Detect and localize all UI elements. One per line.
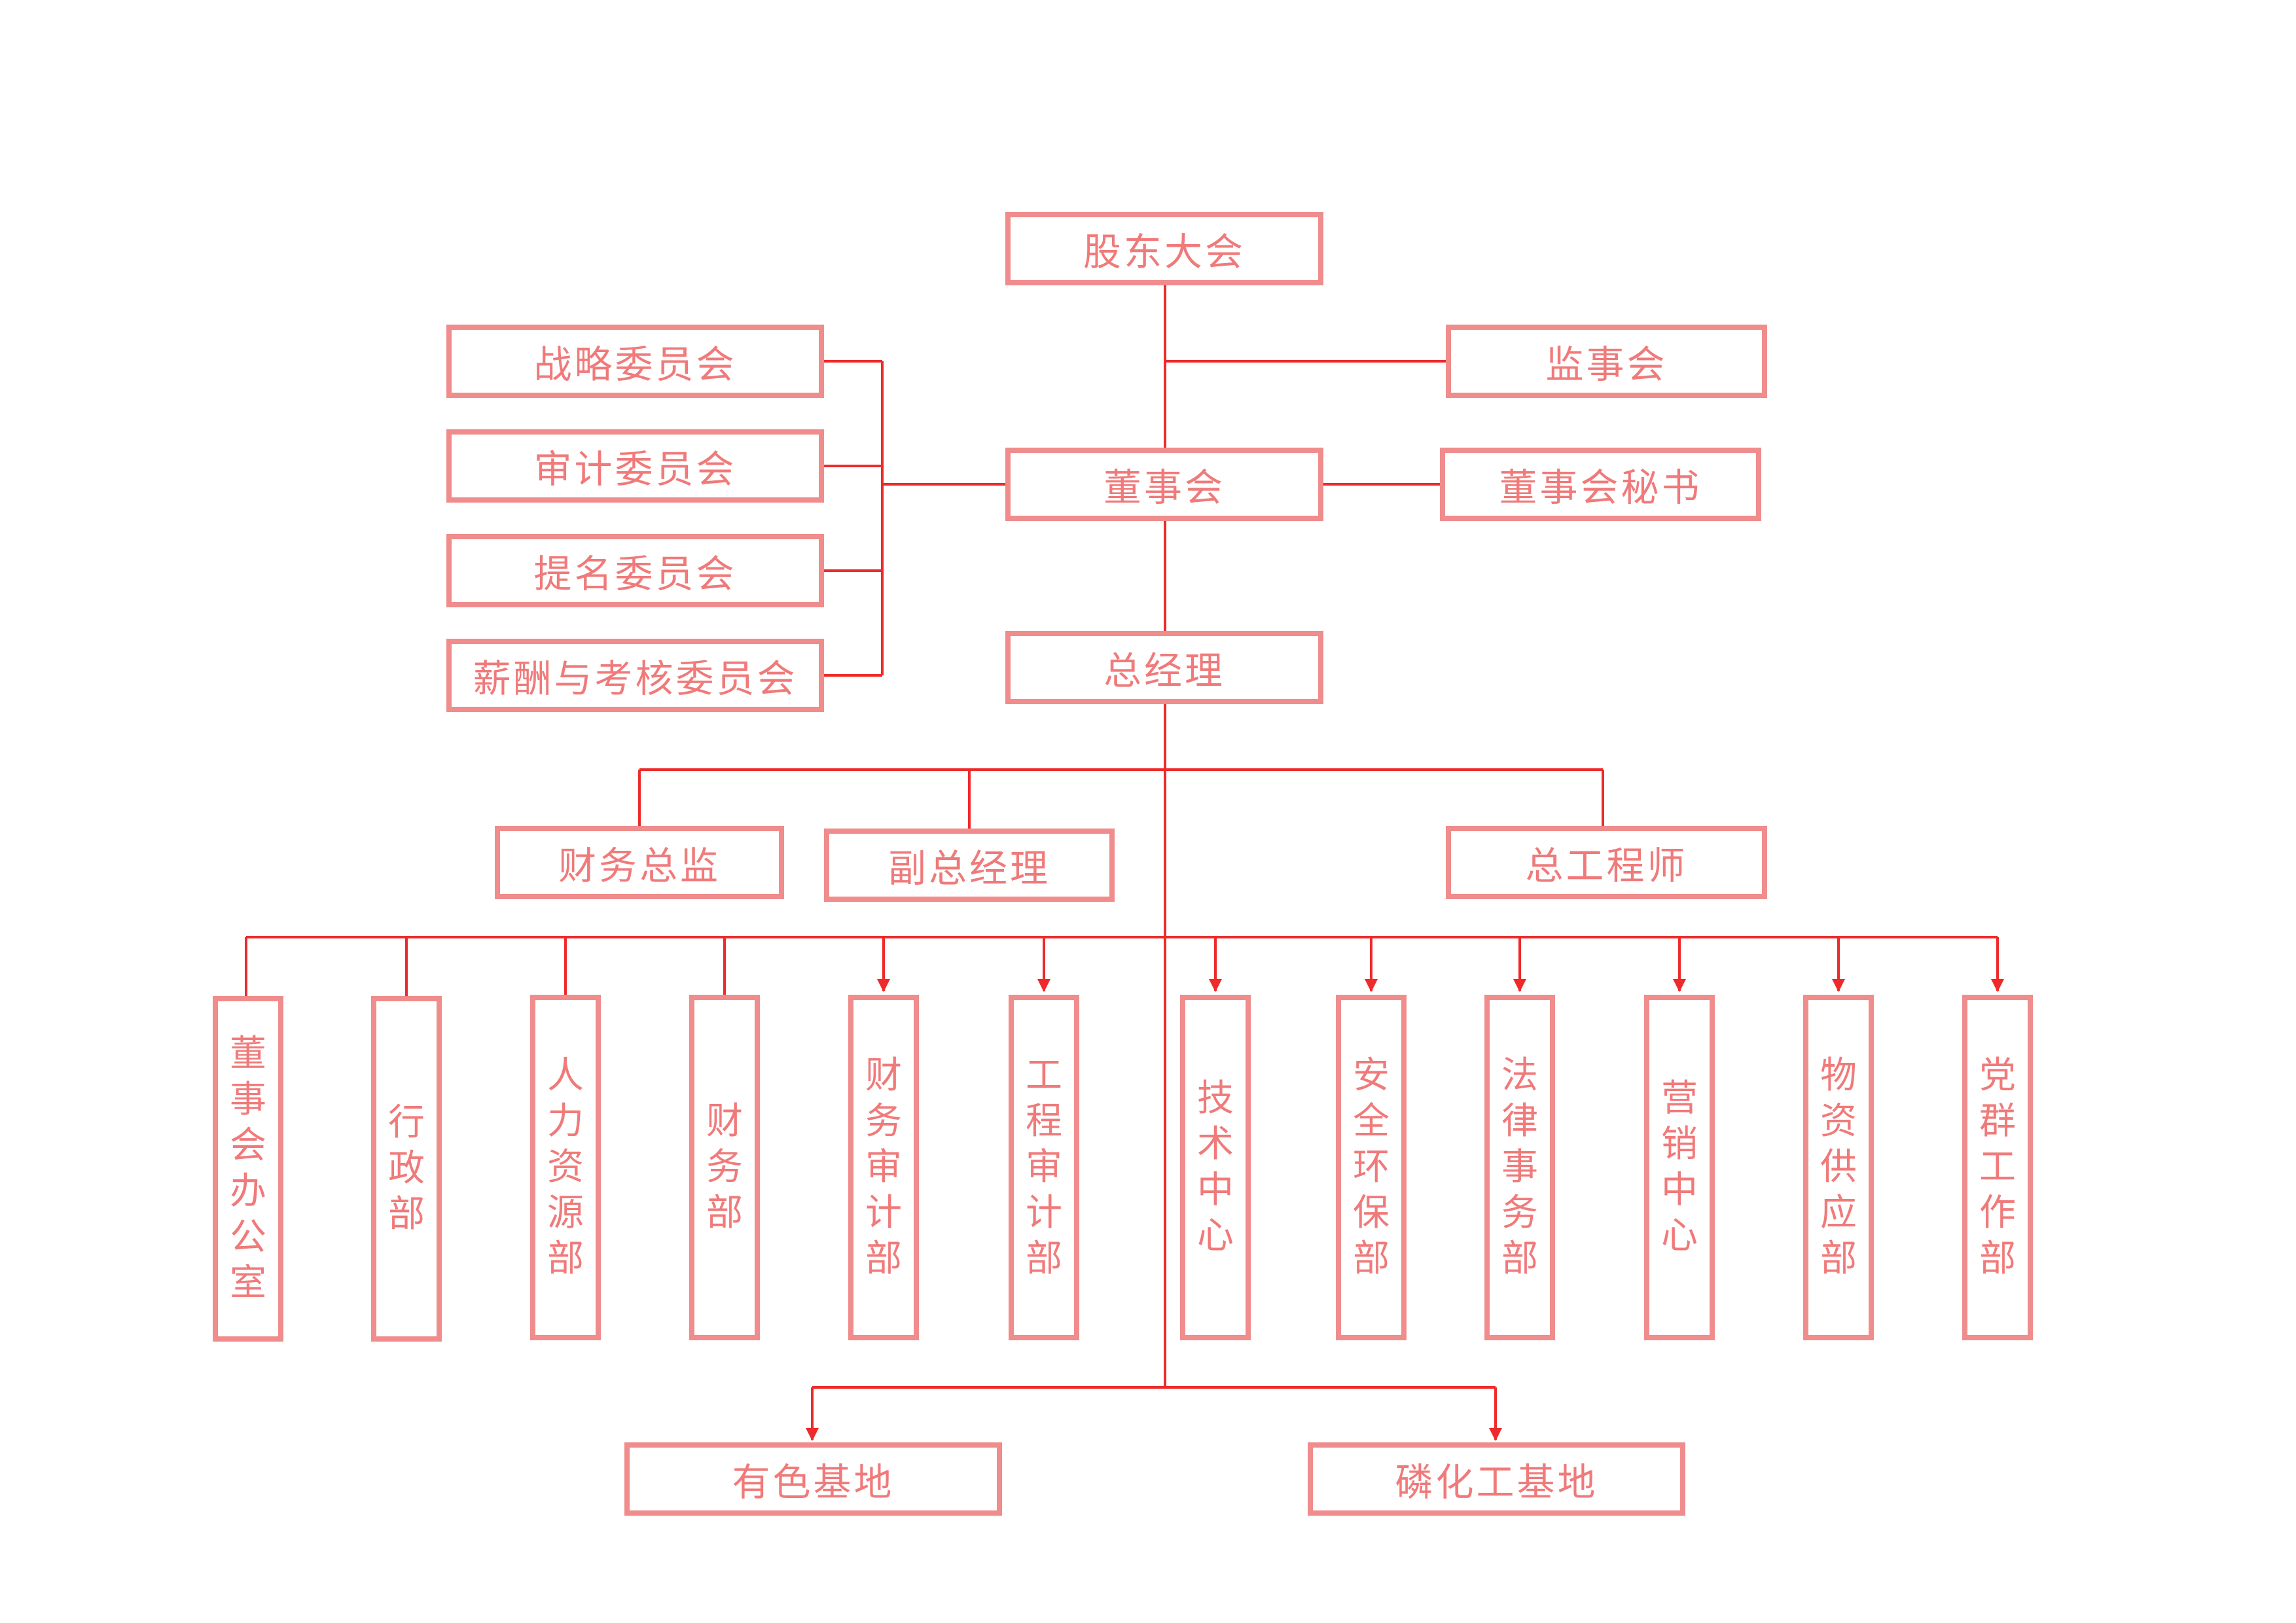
node-dept-engineering-audit: 工程审计部 <box>1009 995 1079 1340</box>
node-dept-financial-audit: 财务审计部 <box>848 995 919 1340</box>
node-dept-party-mass-work: 党群工作部 <box>1962 995 2033 1340</box>
node-dept-administration: 行政部 <box>371 996 442 1342</box>
node-phosphorus-chemical-base: 磷化工基地 <box>1308 1442 1685 1516</box>
node-board-of-directors: 董事会 <box>1005 448 1323 521</box>
node-deputy-gm: 副总经理 <box>824 829 1115 902</box>
node-audit-committee: 审计委员会 <box>446 429 824 503</box>
node-dept-material-supply: 物资供应部 <box>1803 995 1874 1340</box>
node-dept-technology-center: 技术中心 <box>1180 995 1251 1340</box>
node-nonferrous-base: 有色基地 <box>624 1442 1002 1516</box>
node-strategy-committee: 战略委员会 <box>446 325 824 398</box>
node-nomination-committee: 提名委员会 <box>446 534 824 607</box>
node-board-secretary: 董事会秘书 <box>1440 448 1761 521</box>
node-dept-board-office: 董事会办公室 <box>213 996 283 1342</box>
node-dept-finance: 财务部 <box>689 995 760 1340</box>
node-shareholders-meeting: 股东大会 <box>1005 212 1323 285</box>
node-dept-human-resources: 人力资源部 <box>530 995 601 1340</box>
node-supervisory-board: 监事会 <box>1446 325 1767 398</box>
node-chief-engineer: 总工程师 <box>1446 826 1767 899</box>
node-general-manager: 总经理 <box>1005 631 1323 704</box>
node-dept-marketing-center: 营销中心 <box>1644 995 1715 1340</box>
node-dept-legal-affairs: 法律事务部 <box>1484 995 1555 1340</box>
node-dept-safety-environment: 安全环保部 <box>1336 995 1407 1340</box>
node-remuneration-committee: 薪酬与考核委员会 <box>446 639 824 712</box>
node-cfo: 财务总监 <box>495 826 784 899</box>
